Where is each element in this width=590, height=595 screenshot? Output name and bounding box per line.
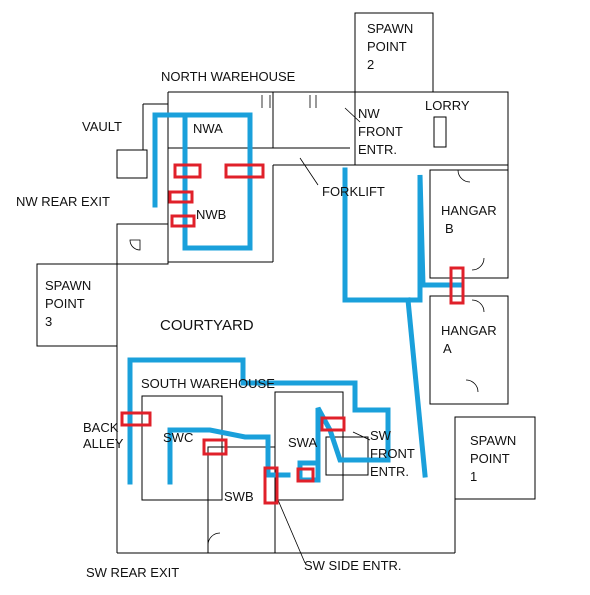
spawn-point-1-zone — [454, 416, 536, 500]
label-sw-side-entr: SW SIDE ENTR. — [304, 558, 402, 573]
spawn-point-3-zone — [36, 263, 118, 347]
marker-nwa-1 — [173, 163, 202, 179]
marker-nwa-2 — [224, 163, 265, 179]
marker-hangar — [449, 266, 465, 305]
label-spawn-3-c: 3 — [45, 314, 52, 329]
label-nw-front: NW — [358, 106, 380, 121]
label-nwb: NWB — [196, 207, 226, 222]
breach-markers — [120, 163, 465, 505]
floorplan-walls — [36, 12, 536, 564]
marker-nwb-2 — [170, 214, 196, 228]
label-vault: VAULT — [82, 119, 122, 134]
label-hangar-a-b: A — [443, 341, 452, 356]
label-nw-front-b: FRONT — [358, 124, 403, 139]
label-nw-rear-exit: NW REAR EXIT — [16, 194, 110, 209]
lorry-box — [433, 116, 447, 148]
route-paths — [127, 112, 463, 485]
marker-nwb-1 — [168, 190, 194, 204]
label-swc: SWC — [163, 430, 193, 445]
sw-front-booth — [325, 436, 369, 476]
route-east-leg — [405, 297, 428, 478]
marker-swb — [263, 466, 279, 505]
label-spawn-2-b: POINT — [367, 39, 407, 54]
label-sw-front-c: ENTR. — [370, 464, 409, 479]
route-courtyard-east — [342, 167, 463, 303]
hangar-b-room — [429, 169, 509, 279]
label-spawn-2: SPAWN — [367, 21, 413, 36]
label-nw-front-c: ENTR. — [358, 142, 397, 157]
label-hangar-a: HANGAR — [441, 323, 497, 338]
label-hangar-b: HANGAR — [441, 203, 497, 218]
marker-back-alley — [120, 411, 152, 427]
label-back-alley: BACK — [83, 420, 119, 435]
swa-room — [274, 391, 344, 501]
label-sw-front-b: FRONT — [370, 446, 415, 461]
label-spawn-3: SPAWN — [45, 278, 91, 293]
label-sw-front: SW — [370, 428, 392, 443]
label-swa: SWA — [288, 435, 317, 450]
label-spawn-2-c: 2 — [367, 57, 374, 72]
marker-swa — [320, 416, 346, 432]
label-courtyard: COURTYARD — [160, 317, 254, 334]
label-north-warehouse: NORTH WAREHOUSE — [161, 69, 296, 84]
label-swb: SWB — [224, 489, 254, 504]
marker-swc — [202, 438, 228, 456]
marker-sw-inner — [296, 467, 315, 483]
vault-room — [116, 149, 148, 179]
label-lorry: LORRY — [425, 98, 470, 113]
label-spawn-1-b: POINT — [470, 451, 510, 466]
label-spawn-3-b: POINT — [45, 296, 85, 311]
label-nwa: NWA — [193, 121, 223, 136]
swc-room — [141, 395, 223, 501]
label-forklift: FORKLIFT — [322, 184, 385, 199]
label-sw-rear-exit: SW REAR EXIT — [86, 565, 179, 580]
label-spawn-1: SPAWN — [470, 433, 516, 448]
label-back-alley-b: ALLEY — [83, 436, 124, 451]
label-spawn-1-c: 1 — [470, 469, 477, 484]
route-swc — [167, 427, 291, 485]
nw-rear-exit-room — [116, 223, 169, 265]
hangar-a-room — [429, 295, 509, 405]
label-south-warehouse: SOUTH WAREHOUSE — [141, 376, 275, 391]
label-hangar-b-b: B — [445, 221, 454, 236]
map-labels: NORTH WAREHOUSE SPAWN POINT 2 VAULT NWA … — [16, 21, 516, 580]
